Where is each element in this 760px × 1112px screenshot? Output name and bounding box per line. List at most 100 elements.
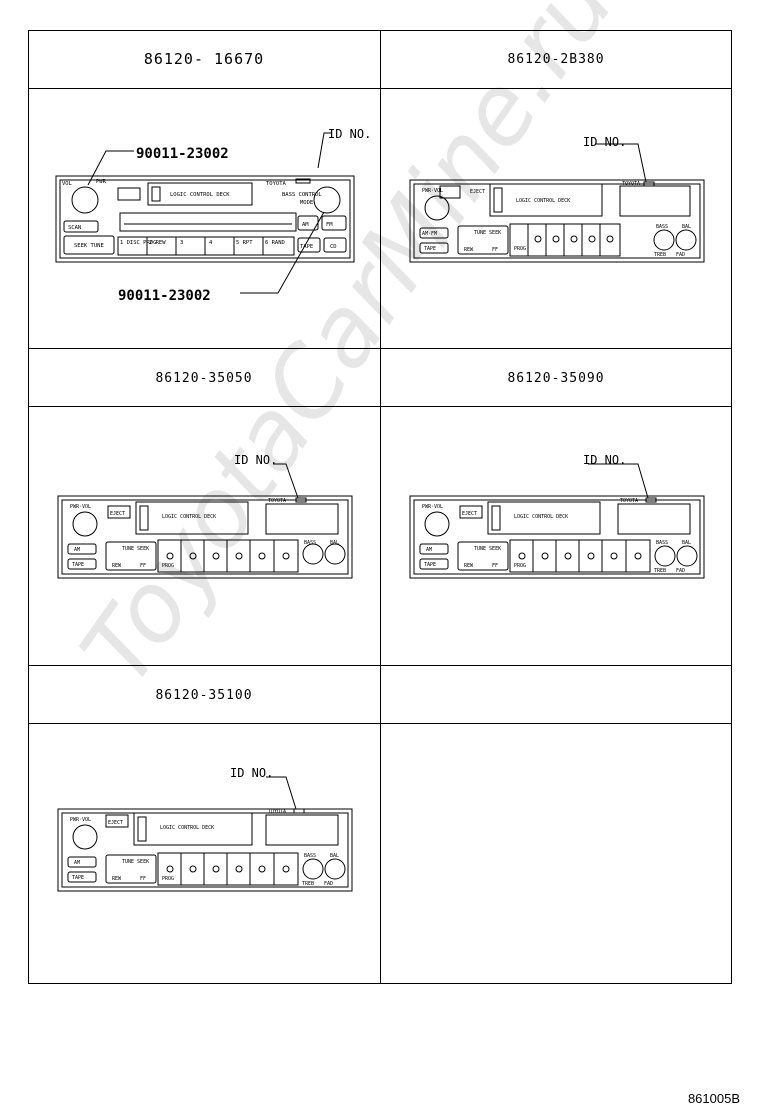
am-button-label: AM <box>74 860 80 866</box>
volume-knob <box>424 511 450 537</box>
vol-label: VOL <box>62 181 73 187</box>
knob-part-number-callout: 90011-23002 <box>118 288 211 304</box>
tune-seek-label: TUNE SEEK <box>474 230 501 236</box>
cassette-door <box>133 812 253 846</box>
brand-label: TOYOTA <box>620 498 638 504</box>
display-window <box>265 814 339 846</box>
deck-label: LOGIC CONTROL DECK <box>162 514 216 520</box>
am-button-label: AM <box>302 222 309 228</box>
table-row-divider <box>28 348 732 349</box>
display-window <box>265 503 339 535</box>
table-row-divider <box>28 88 732 89</box>
ff-label: FF <box>492 247 498 253</box>
am-fm-button-label: AM·FM <box>422 231 437 237</box>
bal-label: BAL <box>682 224 691 230</box>
tape-button-label: TAPE <box>300 244 313 250</box>
part-number-label: 86120-2B380 <box>507 52 605 67</box>
tape-button-label: TAPE <box>72 562 84 568</box>
id-no-callout: ID NO. <box>583 135 626 149</box>
radio-faceplate <box>409 179 705 263</box>
pwr-vol-label: PWR·VOL <box>422 504 443 510</box>
pwr-label: PWR <box>96 179 107 185</box>
preset-6-label: 6 RAND <box>265 240 285 246</box>
volume-knob <box>72 511 98 537</box>
preset-3-label: 3 <box>180 240 183 246</box>
preset-1-label: 1 DISC PROG <box>120 240 156 246</box>
seek-tune-label: SEEK TUNE <box>74 243 104 249</box>
eject-button-label: EJECT <box>470 189 485 195</box>
brand-label: TOYOTA <box>268 809 286 815</box>
rew-label: REW <box>112 876 122 882</box>
pwr-vol-label: PWR·VOL <box>422 188 443 194</box>
radio-diagram-2b380: PWR·VOL EJECT LOGIC CONTROL DECK TOYOTA … <box>409 135 705 263</box>
table-row-divider <box>28 665 732 666</box>
radio-faceplate <box>57 808 353 892</box>
tape-button-label: TAPE <box>424 246 436 252</box>
bass-label: BASS <box>656 540 668 546</box>
prog-label: PROG <box>162 563 174 569</box>
display-window <box>119 212 297 232</box>
cassette-door <box>135 501 249 535</box>
volume-knob <box>424 195 450 221</box>
cassette-door <box>487 501 601 535</box>
rew-label: REW <box>464 563 474 569</box>
cassette-door <box>489 183 603 217</box>
id-no-callout: ID NO. <box>234 453 277 467</box>
radio-diagram-35100: PWR·VOL EJECT LOGIC CONTROL DECK TOYOTA … <box>57 766 353 892</box>
radio-diagram-35090: PWR·VOL EJECT LOGIC CONTROL DECK TOYOTA … <box>409 453 705 579</box>
bal-label: BAL <box>330 853 339 859</box>
radio-faceplate <box>55 175 355 263</box>
part-number-label: 86120-35100 <box>155 688 253 703</box>
table-row-divider <box>28 723 732 724</box>
tape-button-label: TAPE <box>72 875 84 881</box>
preset-4-label: 4 <box>209 240 213 246</box>
preset-2-label: 2 REW <box>149 240 166 246</box>
scan-button-label: SCAN <box>68 225 81 231</box>
bal-label: BAL <box>682 540 691 546</box>
rew-label: REW <box>112 563 122 569</box>
fad-label: FAD <box>676 568 685 574</box>
am-button-label: AM <box>426 547 432 553</box>
prog-label: PROG <box>514 563 526 569</box>
display-window <box>617 503 691 535</box>
treb-label: TREB <box>302 881 314 887</box>
brand-label: TOYOTA <box>266 181 287 187</box>
part-number-label: 86120- 16670 <box>143 50 265 68</box>
radio-faceplate <box>409 495 705 579</box>
display-window <box>619 185 691 217</box>
deck-label: LOGIC CONTROL DECK <box>514 514 568 520</box>
treb-label: TREB <box>654 568 666 574</box>
part-number-label: 86120-35090 <box>507 371 605 386</box>
radio-diagram-35050: PWR·VOL EJECT LOGIC CONTROL DECK TOYOTA … <box>57 453 353 579</box>
id-no-callout: ID NO. <box>230 766 273 780</box>
eject-button-label: EJECT <box>110 511 125 517</box>
bass-control-label: BASS CONTROL <box>282 192 322 198</box>
bal-label: BAL <box>330 540 339 546</box>
illustration-code: 861005B <box>687 1091 740 1106</box>
cd-button-label: CD <box>330 244 337 250</box>
fad-label: FAD <box>676 252 685 258</box>
tune-seek-label: TUNE SEEK <box>122 859 149 865</box>
tune-seek-label: TUNE SEEK <box>122 546 149 552</box>
ff-label: FF <box>140 876 146 882</box>
brand-label: TOYOTA <box>622 181 640 187</box>
id-no-callout: ID NO. <box>583 453 626 467</box>
bass-label: BASS <box>304 540 316 546</box>
pwr-vol-label: PWR·VOL <box>70 817 91 823</box>
rew-label: REW <box>464 247 474 253</box>
am-button-label: AM <box>74 547 80 553</box>
tape-button-label: TAPE <box>424 562 436 568</box>
part-number-label: 86120-35050 <box>155 371 253 386</box>
tune-seek-label: TUNE SEEK <box>474 546 501 552</box>
prog-label: PROG <box>514 246 526 252</box>
tune-knob <box>313 186 341 214</box>
fm-button-label: FM <box>326 222 333 228</box>
table-column-divider <box>380 30 381 984</box>
knob-part-number-callout: 90011-23002 <box>136 146 229 162</box>
eject-button-label: EJECT <box>108 820 123 826</box>
fad-label: FAD <box>324 881 333 887</box>
volume-knob <box>72 824 98 850</box>
cassette-door <box>147 182 253 206</box>
table-row-divider <box>28 406 732 407</box>
radio-faceplate <box>57 495 353 579</box>
